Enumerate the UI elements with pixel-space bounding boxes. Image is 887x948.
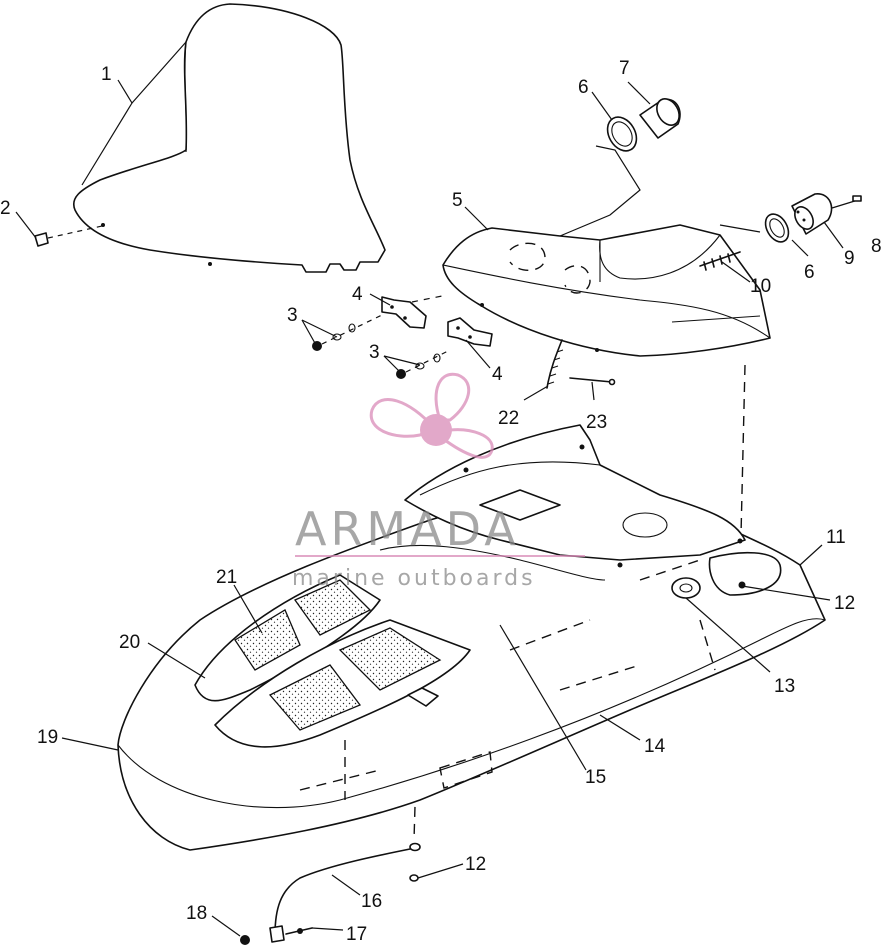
windshield xyxy=(73,3,386,273)
callout-labels: 1 2 3 3 4 4 5 6 7 6 9 8 10 22 23 11 12 1… xyxy=(0,58,882,945)
propeller-logo-icon xyxy=(369,372,494,459)
callout-13: 13 xyxy=(774,676,795,697)
cable-tie xyxy=(699,251,741,271)
callout-3: 3 xyxy=(287,305,298,326)
gauge-ring-upper xyxy=(606,116,638,152)
callout-6: 6 xyxy=(804,262,815,283)
screw-lower xyxy=(409,874,419,882)
callout-18: 18 xyxy=(186,903,207,924)
dash-console xyxy=(442,224,771,357)
callout-4: 4 xyxy=(492,364,503,385)
assembly-line-right xyxy=(740,364,746,536)
callout-10: 10 xyxy=(750,276,771,297)
gauge-right xyxy=(719,193,862,235)
hood-top-panel xyxy=(379,424,746,581)
hood-body xyxy=(117,469,826,851)
tether-clip xyxy=(285,927,313,935)
callout-11: 11 xyxy=(826,527,846,548)
leader-lines xyxy=(15,41,844,937)
windshield-screw xyxy=(34,225,103,247)
callout-7: 7 xyxy=(619,58,630,79)
callout-19: 19 xyxy=(37,727,58,748)
strap xyxy=(546,339,564,389)
callout-3: 3 xyxy=(369,342,380,363)
callout-6: 6 xyxy=(578,77,589,98)
callout-14: 14 xyxy=(644,736,666,757)
callout-23: 23 xyxy=(586,412,607,433)
callout-12: 12 xyxy=(465,854,486,875)
tether-cable xyxy=(269,842,421,943)
gauge-upper xyxy=(559,98,681,237)
tether-cap xyxy=(240,935,250,945)
callout-20: 20 xyxy=(119,632,140,653)
callout-5: 5 xyxy=(452,190,463,211)
brand-watermark: ARMADA marine outboards xyxy=(292,372,585,591)
gauge-ring-right xyxy=(764,213,790,243)
bracket-upper xyxy=(381,295,443,329)
callout-12: 12 xyxy=(834,593,855,614)
pin xyxy=(569,377,616,386)
callout-8: 8 xyxy=(871,236,882,257)
callout-22: 22 xyxy=(498,408,519,429)
callout-17: 17 xyxy=(346,924,367,945)
watermark-tagline: marine outboards xyxy=(292,566,536,591)
watermark-brand: ARMADA xyxy=(295,502,520,556)
hood-vents xyxy=(194,574,471,748)
callout-15: 15 xyxy=(585,767,606,788)
bracket-lower xyxy=(447,317,493,347)
callout-21: 21 xyxy=(216,567,237,588)
callout-4: 4 xyxy=(352,284,363,305)
callout-2: 2 xyxy=(0,198,11,219)
bracket-screws xyxy=(312,313,451,379)
callout-1: 1 xyxy=(101,64,112,85)
callout-9: 9 xyxy=(844,248,855,269)
callout-16: 16 xyxy=(361,891,382,912)
